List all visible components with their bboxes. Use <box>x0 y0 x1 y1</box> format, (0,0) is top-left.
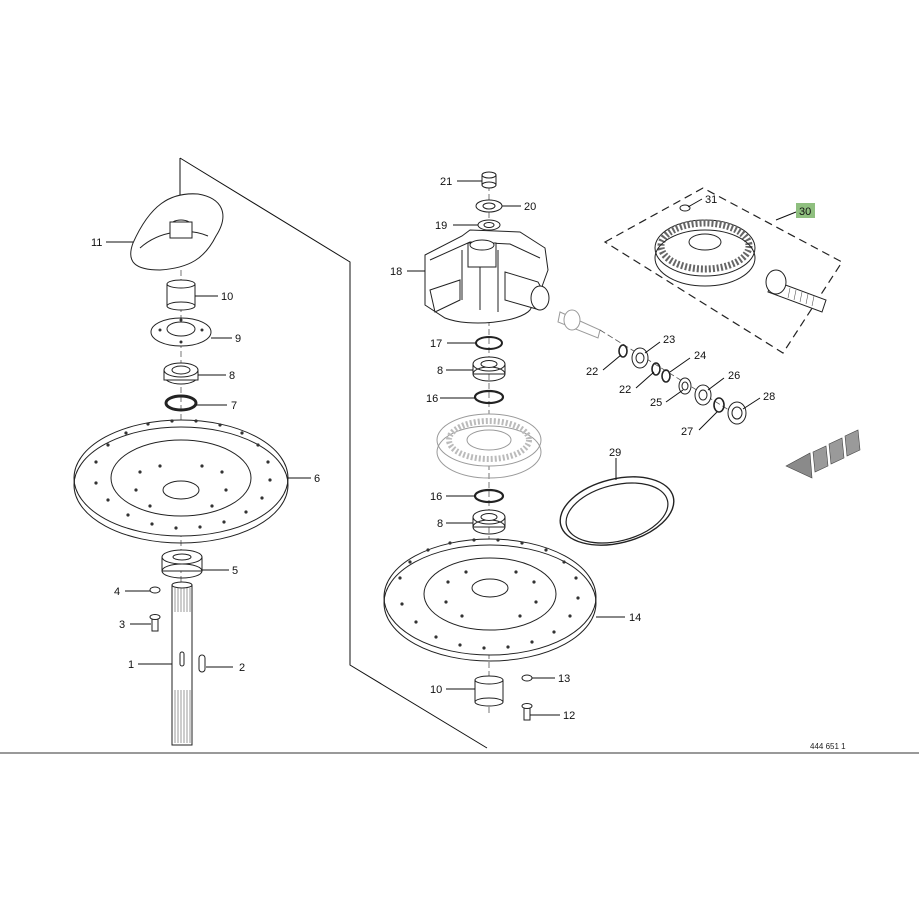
callout-27: 27 <box>681 426 693 438</box>
part-bearing-26 <box>694 384 712 406</box>
center-stack <box>383 171 601 721</box>
part-bolt-left <box>149 614 161 632</box>
callout-26: 26 <box>728 370 740 382</box>
part-gearbox-housing <box>424 229 550 324</box>
callout-14: 14 <box>629 612 641 624</box>
callout-10-center: 10 <box>430 684 442 696</box>
part-oring-29 <box>559 476 675 546</box>
direction-arrow-icon <box>785 429 861 479</box>
part-crown-gear-30 <box>654 219 756 287</box>
callout-4: 4 <box>114 586 120 598</box>
part-pinion-30 <box>765 269 827 313</box>
part-circlip-center-upper <box>473 389 505 405</box>
part-washer-right <box>521 674 533 682</box>
callout-23: 23 <box>663 334 675 346</box>
callout-1: 1 <box>128 659 134 671</box>
callout-17: 17 <box>430 338 442 350</box>
part-flange-plate <box>150 317 212 347</box>
part-circlip-left <box>164 394 198 412</box>
callout-22-a: 22 <box>586 366 598 378</box>
part-seal-washer <box>475 199 503 213</box>
part-washer-left <box>149 586 161 594</box>
callout-24: 24 <box>694 350 706 362</box>
callout-29: 29 <box>609 447 621 459</box>
part-spacer-25 <box>678 377 692 395</box>
part-ring-19 <box>477 219 501 231</box>
callout-2: 2 <box>239 662 245 674</box>
callout-8-center-lower: 8 <box>437 518 443 530</box>
callout-10-left: 10 <box>221 291 233 303</box>
part-bushing-bottom <box>474 675 504 707</box>
part-disc-center <box>383 538 597 662</box>
part-bearing-center-upper <box>472 356 506 382</box>
part-hub <box>161 549 203 579</box>
callout-labels: 1 2 3 4 5 6 7 8 9 10 11 21 20 19 18 17 8… <box>91 176 815 722</box>
left-stack <box>73 193 289 746</box>
part-ring-31 <box>679 204 691 212</box>
part-splined-shaft <box>171 581 193 746</box>
part-plug <box>481 171 497 189</box>
part-crown-gear-faint <box>436 413 542 479</box>
callout-7: 7 <box>231 400 237 412</box>
callout-16-upper: 16 <box>426 393 438 405</box>
callout-8-center-upper: 8 <box>437 365 443 377</box>
callout-22-b: 22 <box>619 384 631 396</box>
callout-21: 21 <box>440 176 452 188</box>
part-seal-28 <box>727 401 747 425</box>
part-ring-24 <box>661 369 671 383</box>
callout-18: 18 <box>390 266 402 278</box>
callout-5: 5 <box>232 565 238 577</box>
callout-11: 11 <box>91 237 102 249</box>
callout-19: 19 <box>435 220 447 232</box>
part-shim-22a <box>618 344 628 358</box>
callout-8-left: 8 <box>229 370 235 382</box>
leader-lines <box>106 180 797 716</box>
callout-30: 30 <box>799 206 811 218</box>
part-bushing-top <box>166 279 196 311</box>
callout-28: 28 <box>763 391 775 403</box>
callout-25: 25 <box>650 397 662 409</box>
kit-box-30 <box>603 187 843 354</box>
callout-9: 9 <box>235 333 241 345</box>
callout-30-highlight <box>796 203 815 218</box>
part-pinion-shaft-faint <box>557 309 601 339</box>
part-cover-cap <box>130 193 224 271</box>
part-ring-27 <box>713 397 725 413</box>
callout-16-lower: 16 <box>430 491 442 503</box>
callout-6: 6 <box>314 473 320 485</box>
part-bearing-left <box>163 362 199 385</box>
callout-13: 13 <box>558 673 570 685</box>
part-shim-22b <box>651 362 661 376</box>
part-bearing-center-lower <box>472 509 506 535</box>
callout-12: 12 <box>563 710 575 722</box>
callout-20: 20 <box>524 201 536 213</box>
part-disc-left <box>73 419 289 544</box>
part-bolt-right <box>521 703 533 721</box>
pinion-parts <box>599 329 747 425</box>
callout-3: 3 <box>119 619 125 631</box>
drawing-number: 444 651 1 <box>810 742 846 751</box>
callout-31: 31 <box>705 194 717 206</box>
part-bearing-23 <box>631 347 649 369</box>
part-key <box>198 654 206 673</box>
